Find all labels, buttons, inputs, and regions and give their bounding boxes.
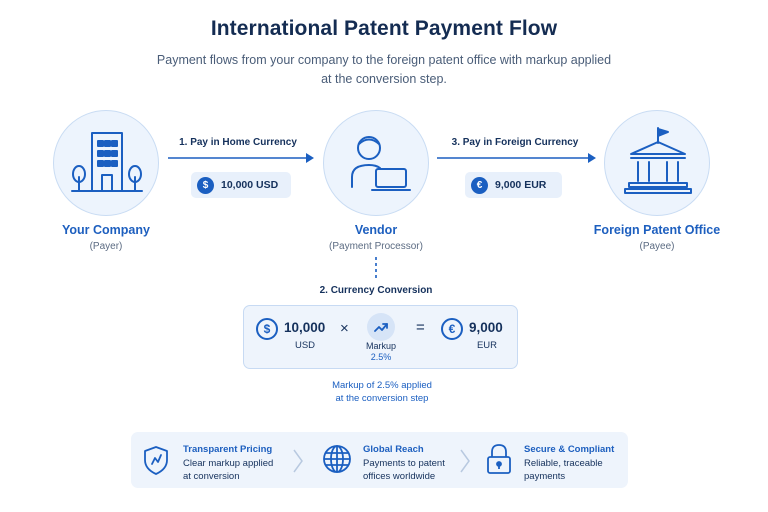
feature-3-title: Secure & Compliant	[524, 444, 615, 455]
step-1-label: 1. Pay in Home Currency	[179, 137, 297, 148]
feature-1-desc: Clear markup applied at conversion	[183, 458, 273, 483]
your-company-name: Your Company	[62, 223, 150, 237]
person-laptop-icon	[351, 136, 411, 191]
office-building-icon	[71, 132, 143, 192]
feature-2-title: Global Reach	[363, 444, 424, 455]
step-3-label: 3. Pay in Foreign Currency	[451, 137, 579, 148]
multiply-sign: ×	[340, 320, 349, 337]
arrow-step-3	[437, 153, 596, 163]
page-subtitle: Payment flows from your company to the f…	[156, 53, 612, 86]
feature-3-desc-line-1: Reliable, traceable	[524, 458, 603, 469]
feature-1-title: Transparent Pricing	[183, 444, 273, 455]
step-1-amount: 10,000 USD	[221, 179, 279, 191]
conversion-box: $ 10,000 USD × Markup 2.5% = € 9,000 EUR	[243, 305, 518, 369]
shield-icon	[144, 446, 168, 475]
dollar-icon: $	[256, 318, 278, 340]
feature-1-desc-line-1: Clear markup applied	[183, 458, 274, 469]
from-amount: 10,000	[284, 320, 326, 335]
euro-coin-icon: €	[471, 176, 488, 194]
markup-note-line-1: Markup of 2.5% applied	[332, 380, 432, 391]
patent-office-name: Foreign Patent Office	[593, 223, 721, 237]
to-amount: 9,000	[469, 320, 503, 335]
step-2-label: 2. Currency Conversion	[319, 285, 433, 296]
feature-2-desc-line-2: offices worldwide	[363, 470, 436, 482]
from-currency: USD	[294, 340, 316, 351]
page-title: International Patent Payment Flow	[210, 17, 558, 40]
feature-2-desc-line-1: Payments to patent	[363, 458, 445, 469]
vendor-role: (Payment Processor)	[329, 241, 423, 252]
feature-1-desc-line-2: at conversion	[183, 470, 240, 482]
vendor-node	[323, 110, 429, 216]
markup-note-line-2: at the conversion step	[335, 393, 429, 404]
markup-note: Markup of 2.5% applied at the conversion…	[290, 379, 474, 405]
feature-2-desc: Payments to patent offices worldwide	[363, 458, 445, 483]
equals-sign: =	[416, 319, 425, 336]
arrow-step-1	[168, 153, 314, 163]
globe-icon	[323, 445, 351, 473]
vendor-name: Vendor	[354, 223, 398, 237]
euro-icon: €	[441, 318, 463, 340]
patent-office-role: (Payee)	[639, 241, 675, 252]
feature-3-desc: Reliable, traceable payments	[524, 458, 603, 483]
your-company-role: (Payer)	[89, 241, 123, 252]
trend-up-icon	[374, 323, 388, 332]
step-1-amount-pill: $ 10,000 USD	[191, 172, 291, 198]
markup-label: Markup	[365, 341, 396, 351]
step-3-amount: 9,000 EUR	[495, 179, 547, 191]
chevron-right-icon	[460, 449, 470, 473]
markup-value: 2.5%	[370, 352, 392, 362]
dollar-coin-icon: $	[197, 176, 214, 194]
markup-badge	[367, 313, 395, 341]
lock-icon	[487, 444, 511, 474]
government-building-icon	[624, 127, 692, 194]
to-currency: EUR	[476, 340, 498, 351]
step-3-amount-pill: € 9,000 EUR	[465, 172, 562, 198]
features-panel: Transparent Pricing Clear markup applied…	[131, 432, 628, 488]
patent-office-node	[604, 110, 710, 216]
your-company-node	[53, 110, 159, 216]
feature-3-desc-line-2: payments	[524, 470, 566, 482]
chevron-right-icon	[293, 449, 303, 473]
